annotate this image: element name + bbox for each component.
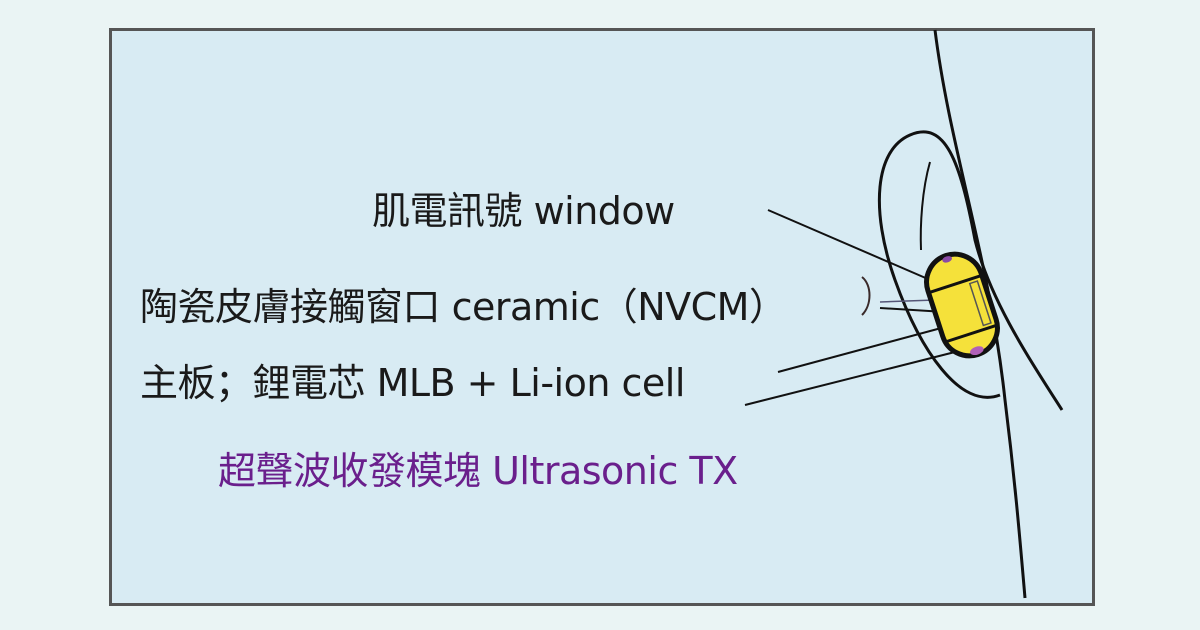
label-window: 肌電訊號 window	[372, 189, 675, 233]
ear-inner	[919, 161, 931, 251]
face-outline	[933, 29, 1027, 599]
label-mlb: 主板；鋰電芯 MLB + Li-ion cell	[140, 361, 685, 405]
earbud-capsule	[924, 251, 1000, 359]
diagram-panel	[109, 28, 1095, 606]
ear-canal	[861, 276, 871, 316]
label-ultrasonic: 超聲波收發模塊 Ultrasonic TX	[218, 449, 738, 493]
ear-outline	[877, 130, 1064, 411]
label-ceramic: 陶瓷皮膚接觸窗口 ceramic（NVCM）	[140, 285, 787, 329]
